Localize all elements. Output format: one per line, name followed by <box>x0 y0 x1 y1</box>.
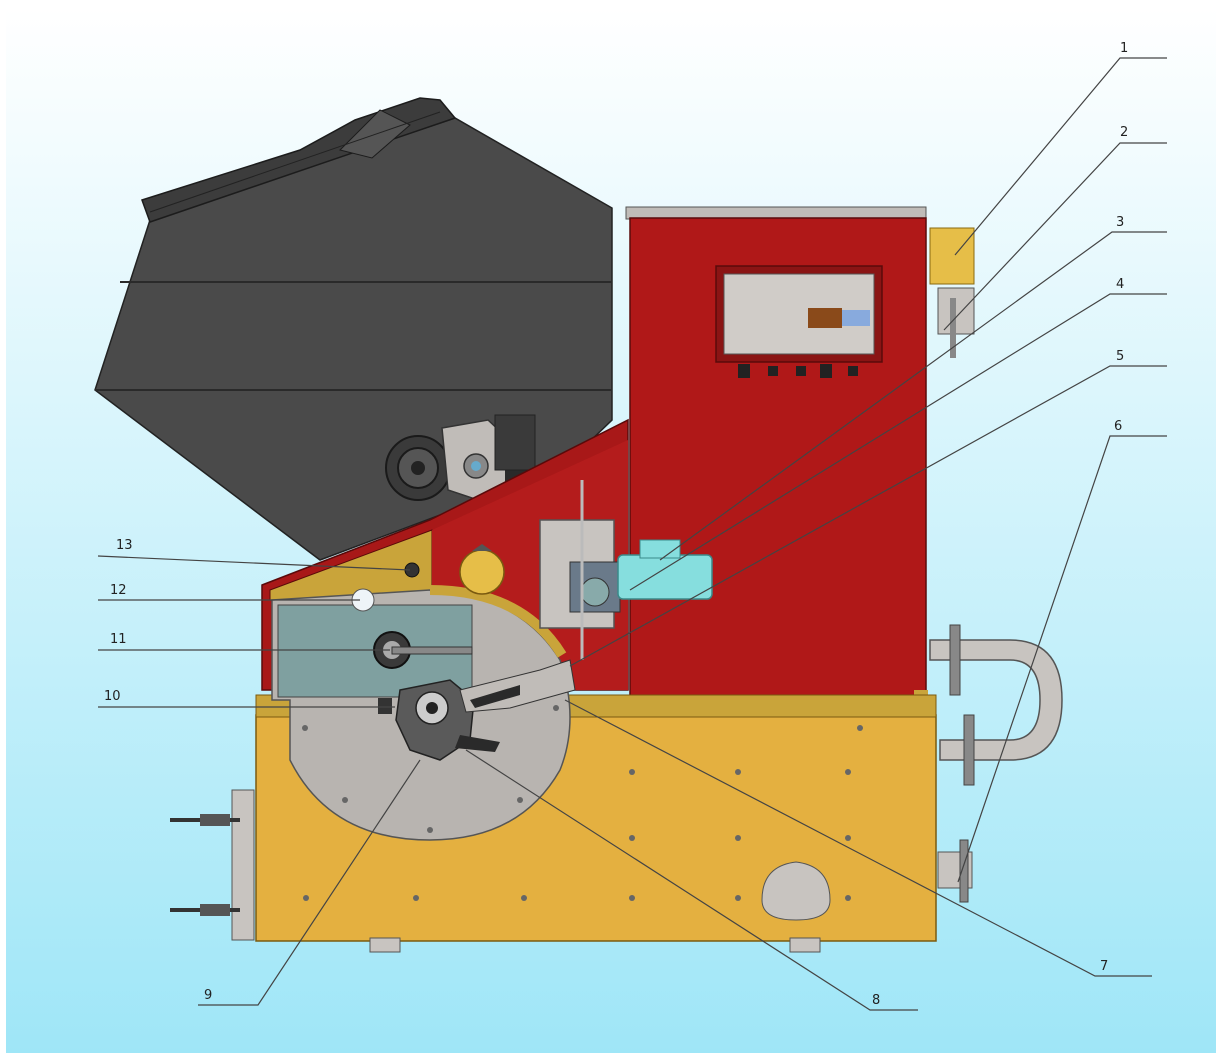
callout-13: 13 <box>116 538 133 553</box>
callout-4: 4 <box>1116 277 1124 292</box>
callout-8: 8 <box>872 993 880 1008</box>
leader-lines <box>97 57 1167 1011</box>
callout-11: 11 <box>110 632 127 647</box>
callout-9: 9 <box>204 988 212 1003</box>
callout-6: 6 <box>1114 419 1122 434</box>
callout-5: 5 <box>1116 349 1124 364</box>
callout-3: 3 <box>1116 215 1124 230</box>
callout-1: 1 <box>1120 41 1128 56</box>
callout-10: 10 <box>104 689 121 704</box>
main-crank <box>378 659 576 761</box>
gear-motor <box>539 480 713 660</box>
callout-12: 12 <box>110 583 127 598</box>
callout-7: 7 <box>1100 959 1108 974</box>
side-rods <box>170 789 255 941</box>
callout-2: 2 <box>1120 125 1128 140</box>
callouts: 1 2 3 4 5 6 7 8 9 10 11 12 13 <box>104 41 1128 1008</box>
indicators <box>351 544 505 612</box>
control-cabinet <box>625 206 928 718</box>
